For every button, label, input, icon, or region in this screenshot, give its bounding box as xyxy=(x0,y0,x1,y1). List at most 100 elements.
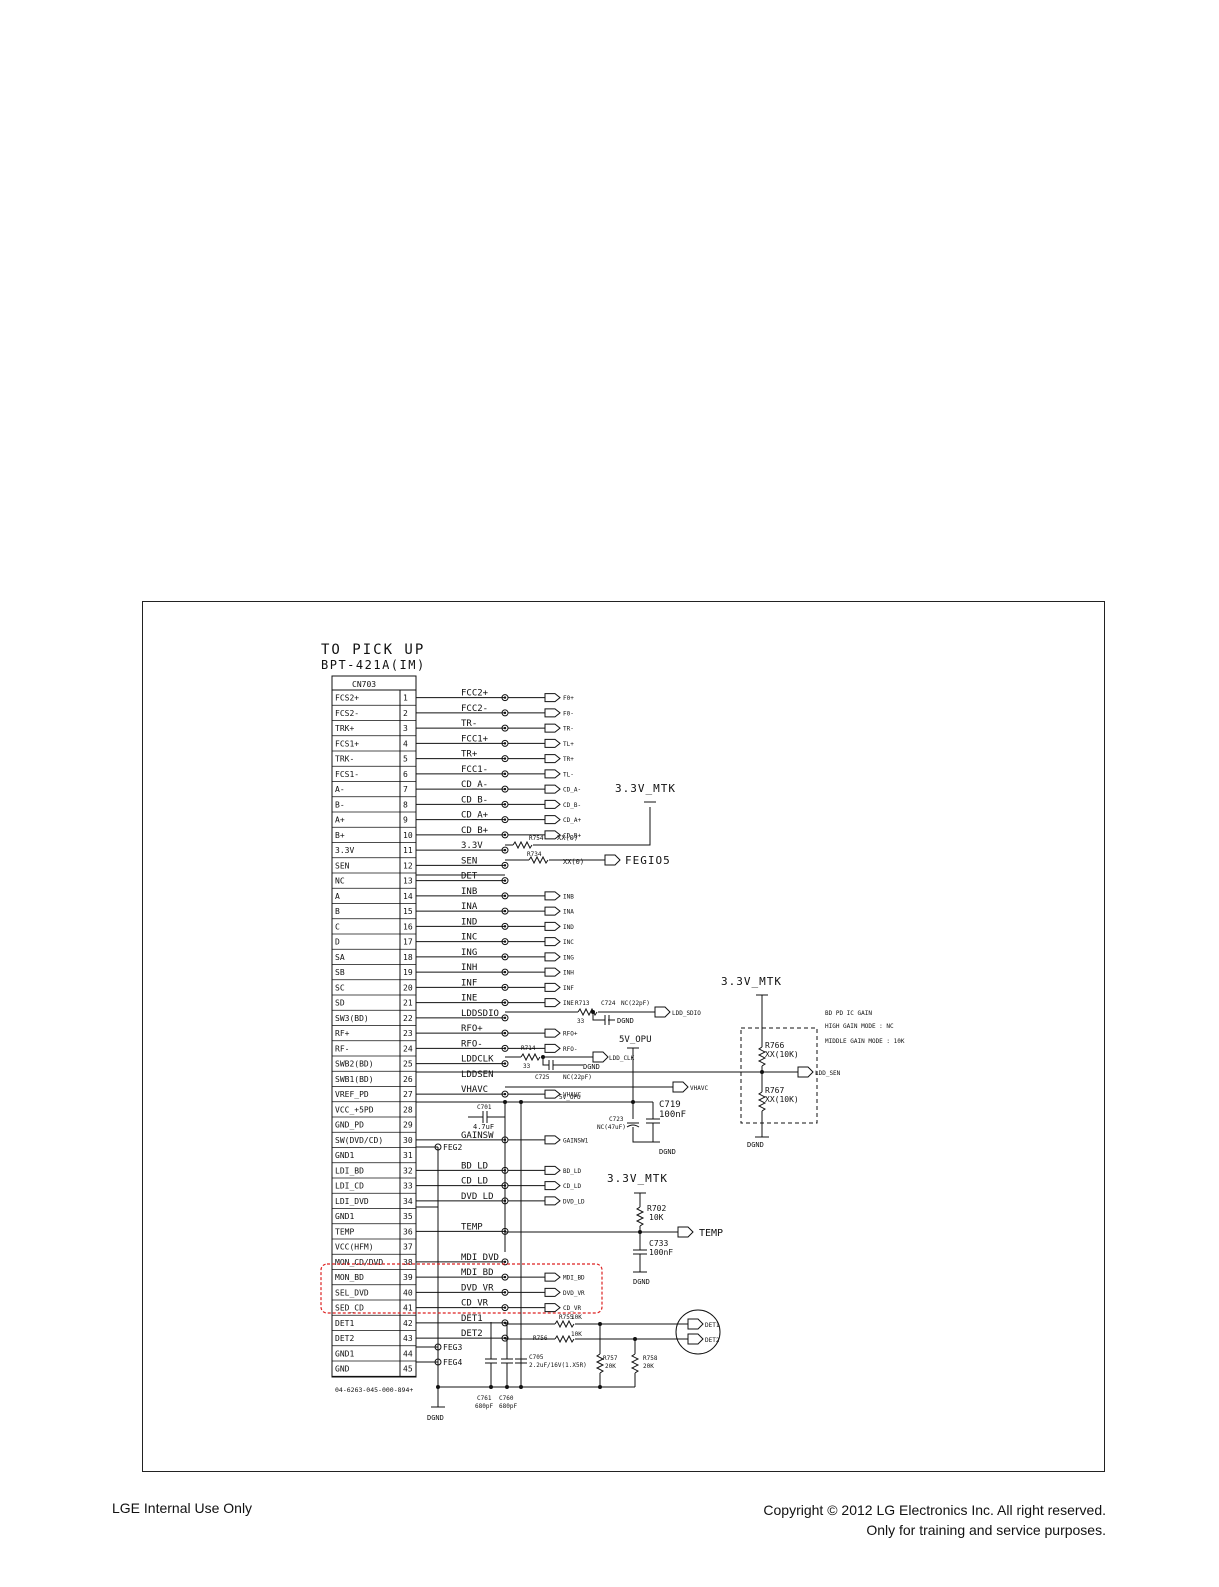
label-r757: R757 xyxy=(603,1355,618,1362)
test-point xyxy=(501,846,509,854)
port-flag xyxy=(544,693,561,703)
net-label: FCC1+ xyxy=(461,734,489,744)
label-c760-val: 680pF xyxy=(499,1403,517,1410)
test-point-dot xyxy=(503,818,507,821)
port-flag xyxy=(544,1089,561,1099)
port-label: TR+ xyxy=(563,756,574,763)
label-r754: R754 xyxy=(529,835,544,842)
pin-number: 13 xyxy=(403,877,413,886)
label-det2-port: DET2 xyxy=(705,1337,720,1344)
pin-number: 39 xyxy=(403,1273,413,1282)
pin-number: 30 xyxy=(403,1136,413,1145)
net-label: CD_B+ xyxy=(461,826,489,836)
test-point-dot xyxy=(503,1306,507,1309)
port-flag xyxy=(544,891,561,901)
port-flag xyxy=(544,982,561,992)
port-label: F0+ xyxy=(563,695,574,702)
port-flag xyxy=(544,723,561,733)
label-c719-val: 100nF xyxy=(659,1110,686,1120)
pickup-schematic: TO PICK UP BPT-421A(IM) CN703 FCS2+1FCS2… xyxy=(320,642,905,1422)
pin-name: DET1 xyxy=(335,1319,354,1328)
pin-number: 18 xyxy=(403,953,413,962)
footer-copyright: Copyright © 2012 LG Electronics Inc. All… xyxy=(763,1500,1106,1540)
port-flag xyxy=(544,830,561,840)
pin-name: 3.3V xyxy=(335,846,354,855)
port-label: INA xyxy=(563,909,574,916)
schematic-subtitle: BPT-421A(IM) xyxy=(321,658,426,672)
pin-number: 42 xyxy=(403,1319,413,1328)
pin-name: RF+ xyxy=(335,1029,350,1038)
pin-name: B xyxy=(335,907,340,916)
port-flag xyxy=(544,799,561,809)
pin-name: MON_BD xyxy=(335,1273,364,1282)
net-label: VHAVC xyxy=(461,1085,488,1095)
label-r758: R758 xyxy=(643,1355,658,1362)
net-label: CD_A+ xyxy=(461,811,489,821)
port-flag xyxy=(544,921,561,931)
net-label: INC xyxy=(461,933,477,943)
label-ldd-sdio: LDD_SDIO xyxy=(672,1010,701,1017)
label-feg2: FEG2 xyxy=(443,1143,462,1152)
port-flag xyxy=(544,754,561,764)
net-label: INE xyxy=(461,994,477,1004)
test-point-dot xyxy=(503,940,507,943)
label-r766: R766 xyxy=(765,1041,784,1050)
test-point-dot xyxy=(503,711,507,715)
port-label: TL- xyxy=(563,771,574,778)
port-flag xyxy=(544,815,561,825)
port-label: TR- xyxy=(563,726,574,733)
net-label: INH xyxy=(461,963,477,973)
net-label: INF xyxy=(461,978,477,988)
net-label: TR- xyxy=(461,719,477,729)
label-r767: R767 xyxy=(765,1086,784,1095)
test-point-dot xyxy=(503,1260,507,1264)
pin-number: 21 xyxy=(403,999,413,1008)
pin-name: FCS2+ xyxy=(335,694,359,703)
port-flag xyxy=(544,784,561,794)
port-label: BD_LD xyxy=(563,1168,581,1175)
label-c705-val: 2.2uF/16V(1.X5R) xyxy=(529,1362,587,1369)
net-label: LDDSEN xyxy=(461,1070,494,1080)
note-bd-gain: BD PD IC GAIN xyxy=(825,1010,872,1017)
port-label: CD_B- xyxy=(563,802,581,809)
pin-name: FCS1+ xyxy=(335,739,359,748)
pin-number: 29 xyxy=(403,1121,413,1130)
net-label: CD_A- xyxy=(461,780,488,790)
test-point-dot xyxy=(503,803,507,806)
pin-name: SA xyxy=(335,953,345,962)
port-flag xyxy=(544,1028,561,1038)
test-point-dot xyxy=(503,772,507,776)
label-c719: C719 xyxy=(659,1100,681,1110)
port-flag xyxy=(544,738,561,748)
port-label: TL+ xyxy=(563,741,574,748)
pin-name: D xyxy=(335,938,340,947)
port-flag xyxy=(544,1196,561,1206)
test-point-dot xyxy=(503,787,507,791)
label-dgnd-2: DGND xyxy=(583,1063,600,1071)
highlight-box xyxy=(320,1263,603,1314)
port-flag xyxy=(544,952,561,962)
port-label: INB xyxy=(563,893,574,900)
pin-name: TEMP xyxy=(335,1227,354,1236)
test-point-dot xyxy=(503,1275,507,1279)
label-r755-val: 10K xyxy=(571,1314,582,1321)
port-flag xyxy=(544,1181,561,1191)
pin-name: B+ xyxy=(335,831,345,840)
pin-name: SWB2(BD) xyxy=(335,1060,374,1069)
pin-name: GND xyxy=(335,1365,350,1374)
label-5v-opu-small: 5V_OPU xyxy=(559,1094,581,1101)
connector-pin-rows: FCS2+1FCS2-2TRK+3FCS1+4TRK-5FCS1-6A-7B-8… xyxy=(332,694,416,1377)
label-r702-val: 10K xyxy=(649,1213,664,1222)
pin-name: NC xyxy=(335,877,345,886)
pin-number: 14 xyxy=(403,892,413,901)
label-3v3-mtk-top: 3.3V_MTK xyxy=(615,782,676,795)
port-flag xyxy=(544,769,561,779)
pin-number: 7 xyxy=(403,785,408,794)
test-point xyxy=(501,1014,509,1022)
test-point-dot xyxy=(503,757,507,760)
pin-number: 27 xyxy=(403,1090,413,1099)
port-label: RFO+ xyxy=(563,1031,578,1038)
label-r758-val: 20K xyxy=(643,1363,654,1370)
label-r756-val: 10K xyxy=(571,1331,582,1338)
net-label: DVD_VR xyxy=(461,1283,494,1293)
